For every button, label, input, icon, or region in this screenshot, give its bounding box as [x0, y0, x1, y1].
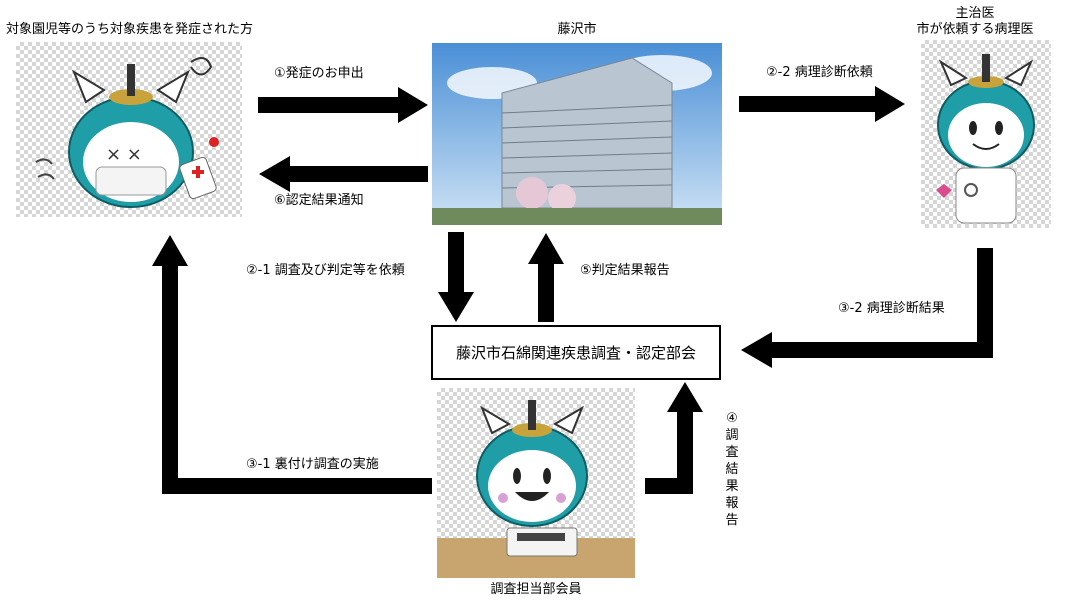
arrow-6-notification: [259, 156, 428, 192]
doctor-image: [921, 40, 1051, 228]
city-hall-building-icon: [432, 55, 722, 225]
arrow-3-2-label: ③-2 病理診断結果: [838, 301, 945, 316]
doctor-label-1: 主治医: [955, 6, 995, 21]
arrow-3-2-pathology-result: [741, 248, 993, 368]
city-label: 藤沢市: [557, 22, 597, 37]
investigator-image: [437, 388, 635, 578]
arrow-1-request: [258, 87, 428, 123]
patient-label: 対象園児等のうち対象疾患を発症された方: [6, 22, 254, 37]
committee-box: 藤沢市石綿関連疾患調査・認定部会: [431, 325, 721, 380]
investigator-mascot-icon: [437, 400, 635, 578]
arrow-2-1-label: ②-1 調査及び判定等を依頼: [246, 263, 405, 278]
arrow-6-label: ⑥認定結果通知: [274, 193, 364, 208]
arrow-4-investigation-report: [645, 382, 703, 494]
arrow-2-1-investigation-request: [438, 232, 474, 322]
svg-text:× ×: × ×: [106, 144, 142, 165]
sick-mascot-icon: × ×: [35, 57, 219, 208]
patient-image: × ×: [16, 42, 242, 217]
committee-label: 藤沢市石綿関連疾患調査・認定部会: [455, 344, 696, 362]
investigator-label: 調査担当部会員: [490, 582, 582, 597]
doctor-label-2: 市が依頼する病理医: [916, 22, 1034, 37]
doctor-mascot-icon: [936, 54, 1035, 224]
arrow-2-2-label: ②-2 病理診断依頼: [766, 65, 873, 80]
arrow-2-2-pathology-request: [739, 86, 905, 122]
arrow-1-label: ①発症のお申出: [274, 66, 364, 81]
arrow-3-1-verification: [152, 235, 432, 494]
arrow-4-label: ④調査結果報告: [725, 411, 739, 528]
arrow-5-label: ⑤判定結果報告: [580, 263, 670, 278]
arrow-3-1-label: ③-1 裏付け調査の実施: [246, 457, 379, 472]
arrow-5-judgement-report: [528, 233, 564, 322]
city-hall-image: [432, 43, 722, 225]
